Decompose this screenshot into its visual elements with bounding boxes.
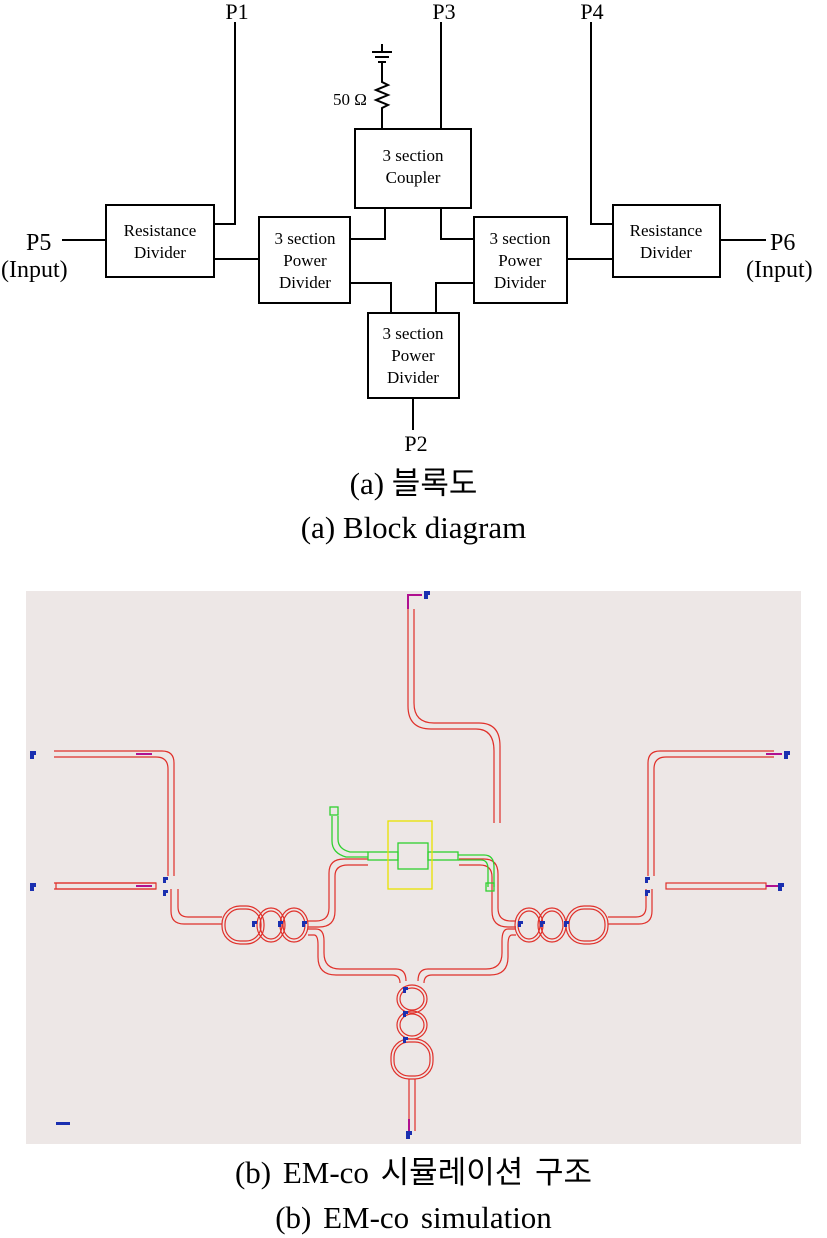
port-marker-icon <box>406 1131 412 1139</box>
port-label-p4: P4 <box>580 0 603 24</box>
port-marker-icon <box>403 1037 408 1043</box>
port-label-p6: P6 <box>770 230 795 256</box>
rd-left-line2: Divider <box>134 243 186 262</box>
pd-left-line1: 3 section <box>275 229 336 248</box>
em-layout-view <box>26 591 801 1144</box>
port-marker-icon <box>778 883 784 891</box>
pd-bottom-line2: Power <box>391 346 435 365</box>
rd-left-line1: Resistance <box>124 221 197 240</box>
port-marker-icon <box>424 591 430 599</box>
coupler-box <box>387 820 433 890</box>
pd-left-line3: Divider <box>279 273 331 292</box>
power-divider-bottom <box>367 312 460 399</box>
coupler-traces <box>329 806 495 892</box>
scale-bar <box>56 1122 70 1125</box>
port-marker-icon <box>540 921 545 927</box>
rd-right-line2: Divider <box>640 243 692 262</box>
port-marker-icon <box>518 921 523 927</box>
rd-right-line1: Resistance <box>630 221 703 240</box>
port-marker-icon <box>30 883 36 891</box>
coupler-line2: Coupler <box>386 168 441 187</box>
port-marker-icon <box>645 877 650 883</box>
port-marker-icon <box>30 751 36 759</box>
port-marker-icon <box>645 890 650 896</box>
port-label-p5: P5 <box>26 230 51 256</box>
port-marker-icon <box>163 877 168 883</box>
port-marker-icon <box>564 921 569 927</box>
power-divider-left <box>258 216 351 304</box>
port-markers <box>30 591 790 1139</box>
termination-label: 50 Ω <box>333 90 367 109</box>
caption-a-english: (a) Block diagram <box>300 510 527 545</box>
coupler-block <box>354 128 472 209</box>
power-divider-right <box>473 216 568 304</box>
resistance-divider-left <box>105 204 215 278</box>
pd-right-line3: Divider <box>494 273 546 292</box>
caption-b-english: (b) EM-co simulation <box>275 1200 552 1235</box>
pd-right-line2: Power <box>498 251 542 270</box>
port-label-p1: P1 <box>225 0 248 24</box>
port-marker-icon <box>163 890 168 896</box>
feed-lines <box>136 594 782 1131</box>
port-marker-icon <box>403 987 408 993</box>
port-marker-icon <box>278 921 283 927</box>
port-label-p6-sub: (Input) <box>746 257 813 283</box>
pd-left-line2: Power <box>283 251 327 270</box>
block-diagram: P1 P3 P4 P2 P5 (Input) P6 (Input) 50 Ω R… <box>1 0 813 456</box>
coupler-line1: 3 section <box>383 146 444 165</box>
port-marker-icon <box>252 921 257 927</box>
port-marker-icon <box>403 1011 408 1017</box>
pd-bottom-line3: Divider <box>387 368 439 387</box>
caption-b-korean: (b) EM-co 시뮬레이션 구조 <box>234 1155 593 1190</box>
caption-a-korean: (a) 블록도 <box>349 466 478 501</box>
port-marker-icon <box>784 751 790 759</box>
pd-bottom-line1: 3 section <box>383 324 444 343</box>
pd-right-line1: 3 section <box>490 229 551 248</box>
resistance-divider-right <box>612 204 721 278</box>
port-label-p2: P2 <box>404 431 427 456</box>
port-marker-icon <box>302 921 307 927</box>
port-label-p3: P3 <box>432 0 455 24</box>
port-label-p5-sub: (Input) <box>1 257 68 283</box>
